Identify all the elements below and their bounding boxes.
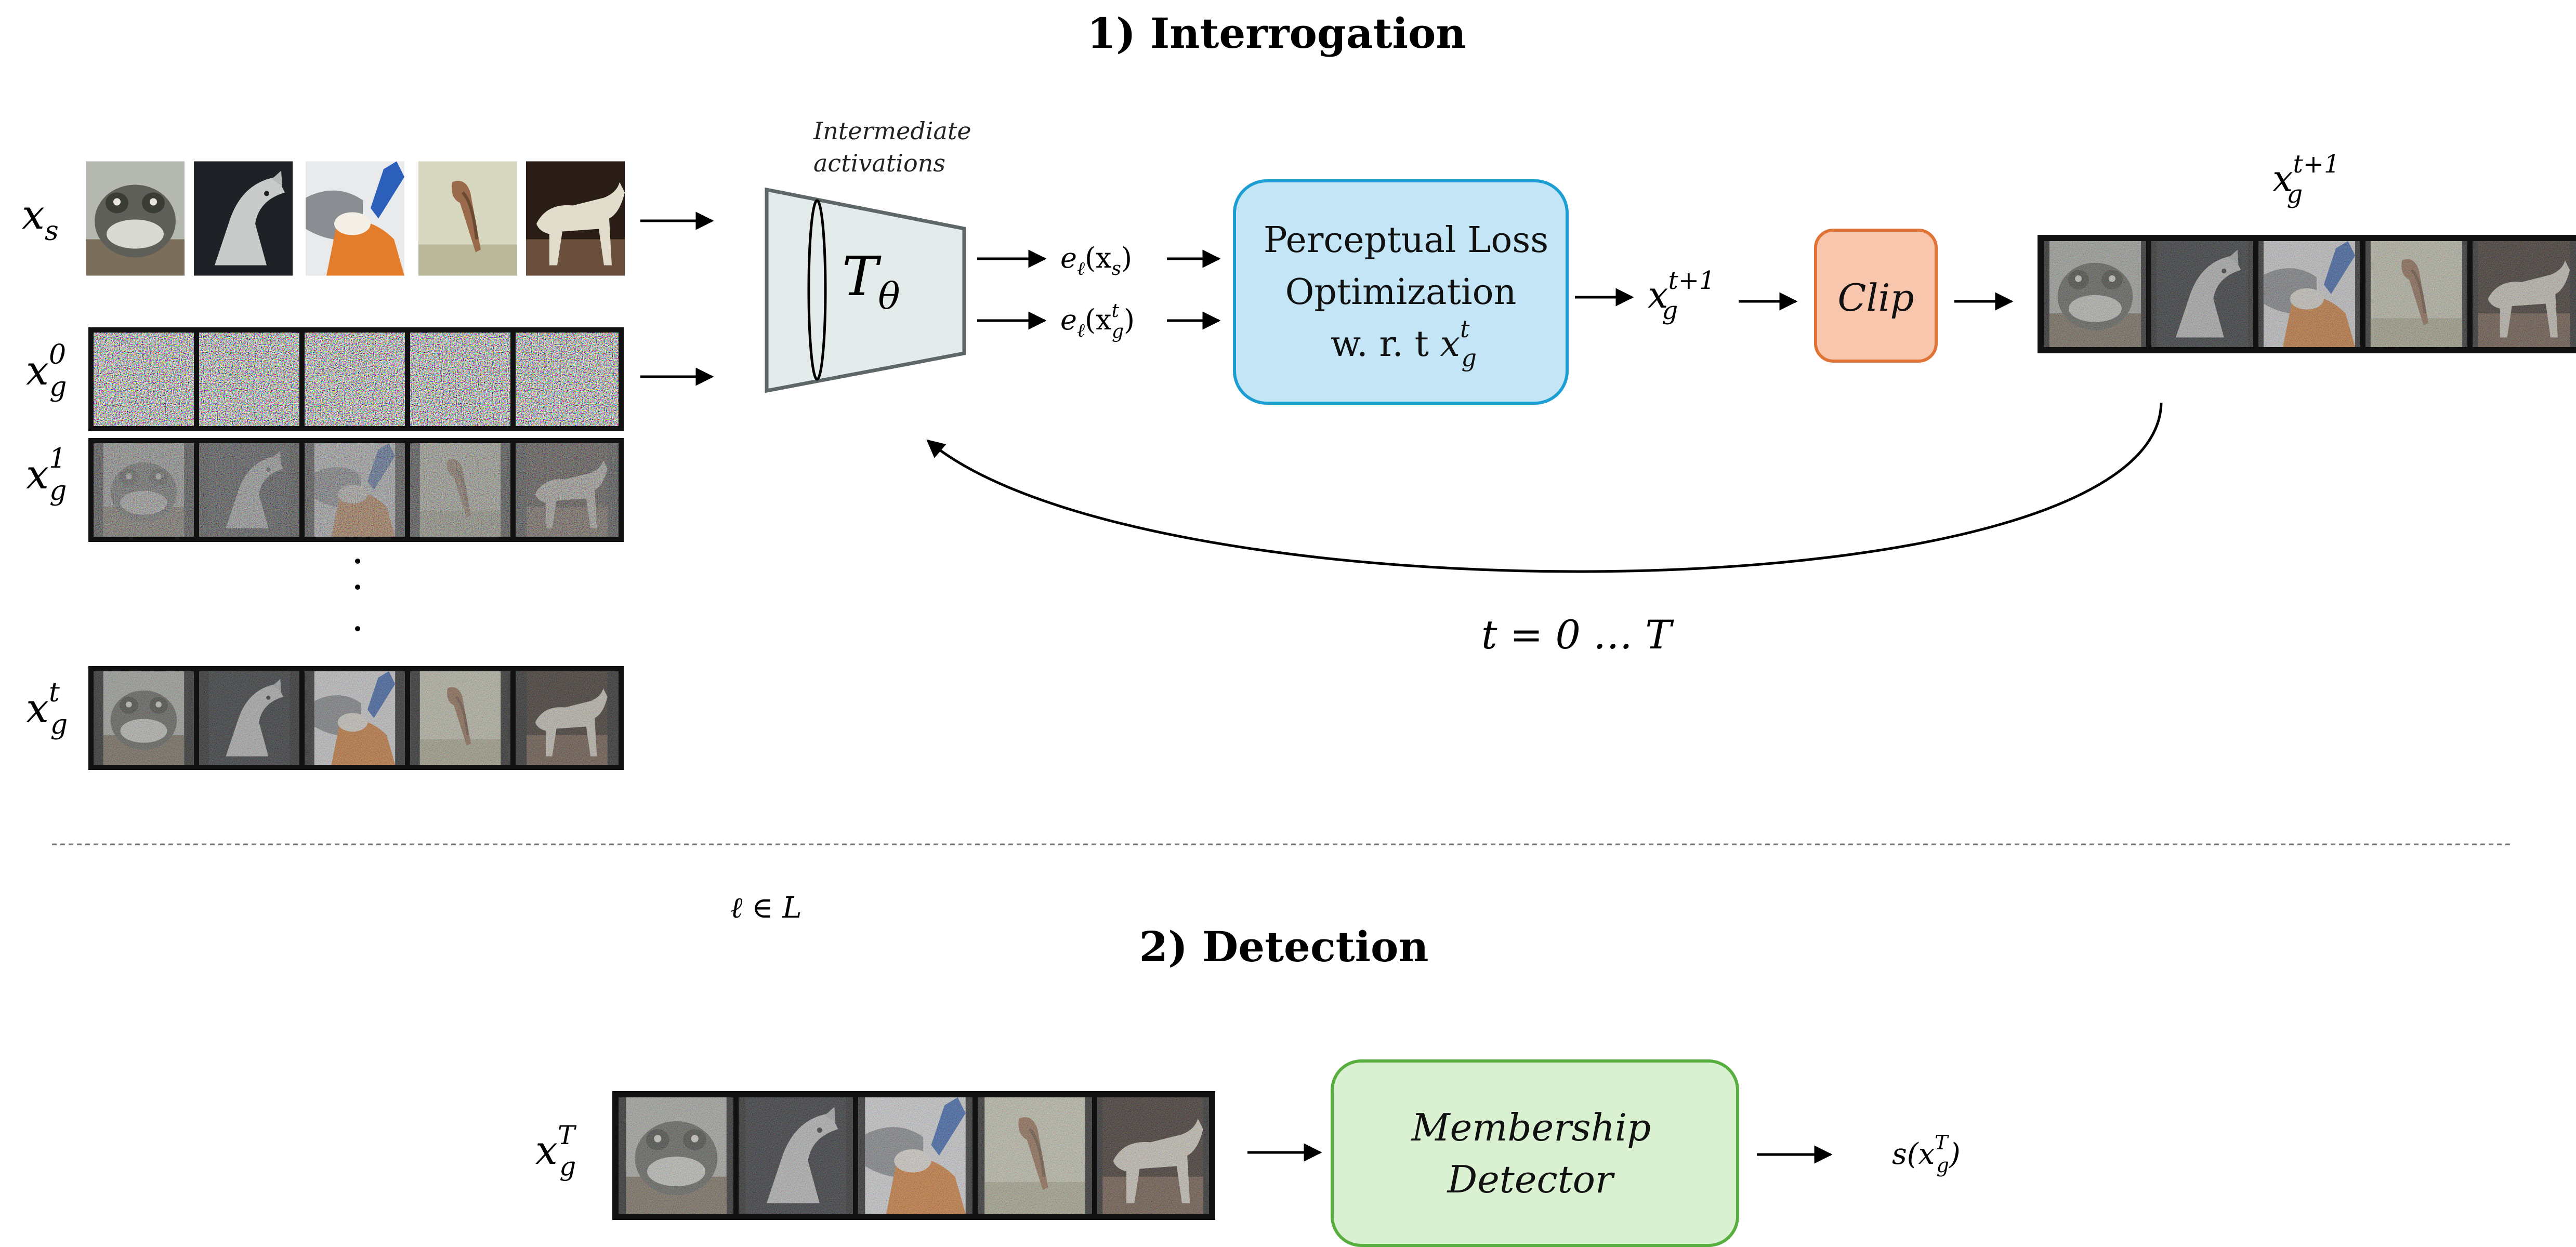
vertical-ellipsis: [355, 559, 360, 631]
clip-label: Clip: [1837, 276, 1914, 320]
xgt-strip: [88, 666, 624, 770]
detector-line1: Membership: [1411, 1106, 1651, 1149]
optimizer-line1: Perceptual Loss: [1264, 220, 1548, 261]
svg-text:x0g: x0g: [26, 339, 67, 403]
svg-text:xTg: xTg: [535, 1120, 577, 1182]
xg1-strip: [88, 438, 624, 542]
xs-label: xs: [22, 192, 59, 247]
svg-text:x1g: x1g: [26, 443, 67, 507]
svg-text:1) Interrogation: 1) Interrogation: [1087, 9, 1466, 58]
bird-photo: [418, 162, 517, 276]
detection-title-text: ) Detection: [1168, 922, 1428, 971]
output-strip: [2038, 235, 2576, 353]
svg-text:xtg: xtg: [26, 677, 68, 740]
membership-detector: Membership Detector: [1331, 1059, 1739, 1247]
activations-note: Intermediate activations: [813, 117, 971, 177]
detection-title: 2) Detection: [1139, 922, 1428, 971]
activation-layer-ellipse: [807, 199, 827, 381]
svg-text:2) Detection: 2) Detection: [1139, 922, 1428, 971]
svg-text:xt+1g: xt+1g: [1648, 266, 1715, 325]
model-shape: [765, 187, 966, 393]
clip-shape: [1814, 229, 1938, 363]
svg-text:t = 0 … T: t = 0 … T: [1481, 612, 1674, 658]
svg-text:Intermediate: Intermediate: [813, 117, 971, 145]
layer-note: ℓ ∈ L: [730, 891, 802, 925]
model-t-theta: Tθ: [765, 187, 966, 393]
svg-text:xt+1g: xt+1g: [2272, 150, 2340, 209]
optimizer-box: [1233, 179, 1569, 405]
svg-text:xs: xs: [22, 192, 59, 247]
optimizer-line2: Optimization: [1285, 272, 1517, 313]
cat-photo: [306, 161, 404, 276]
svg-text:eℓ(xs): eℓ(xs): [1060, 242, 1132, 280]
interrogation-title-text: ) Interrogation: [1116, 9, 1466, 58]
emb-source-label: eℓ(xs): [1060, 242, 1132, 280]
detector-box: [1331, 1059, 1739, 1247]
detector-line2: Detector: [1447, 1158, 1615, 1201]
xg0-noise-strip: [88, 327, 624, 431]
svg-text:s(xTg): s(xTg): [1892, 1131, 1961, 1177]
svg-text:activations: activations: [813, 149, 945, 177]
svg-text:eℓ(xtg): eℓ(xtg): [1060, 300, 1135, 342]
svg-text:ℓ ∈ L: ℓ ∈ L: [730, 891, 802, 925]
horse-head-photo: [194, 161, 293, 276]
frog-photo: [86, 161, 185, 276]
interrogation-title-number: 1: [1087, 9, 1116, 58]
clip-box: Clip: [1814, 229, 1938, 363]
feedback-loop-arrow: [926, 402, 2163, 573]
model-label: Tθ: [842, 245, 900, 317]
detection-title-number: 2: [1139, 922, 1168, 971]
detection-input-strip: [612, 1091, 1215, 1220]
source-images-row: [86, 162, 625, 276]
horse-photo: [526, 161, 625, 276]
loop-label: t = 0 … T: [1481, 612, 1674, 658]
interrogation-title: 1) Interrogation: [1087, 9, 1466, 58]
